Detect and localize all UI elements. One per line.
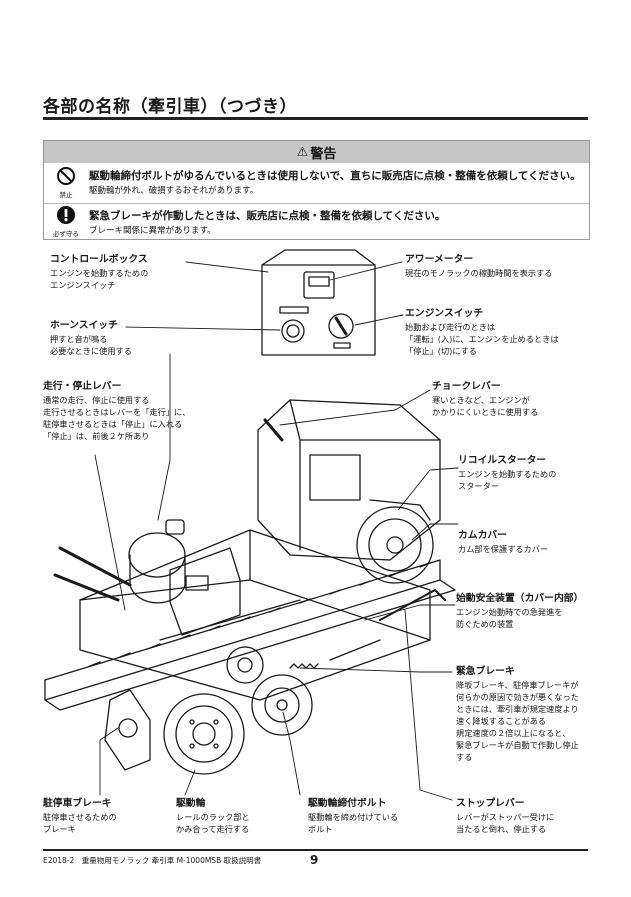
label-line: スターター (458, 481, 499, 491)
label-line: レバーがストッパー受けに (456, 812, 555, 822)
label-heading: アワーメーター (405, 254, 474, 265)
prohibition-icon: 禁止 (50, 166, 82, 199)
warning-item: 禁止 駆動輪締付ボルトがゆるんでいるときは使用しないで、直ちに販売店に点検・整備… (44, 163, 589, 204)
warning-bold-text: 緊急ブレーキが作動したときは、販売店に点検・整備を依頼してください。 (89, 210, 446, 222)
label-line: 速く降坂することがある (456, 716, 547, 726)
label-line: 防ぐための装置 (456, 619, 514, 629)
warning-box: ⚠ 警告 禁止 駆動輪締付ボルトがゆるんでいるときは使用しないで、直ちに販売店に… (43, 140, 590, 240)
warning-triangle-icon: ⚠ (296, 144, 309, 160)
label-hour-meter: アワーメーター 現在のモノラックの稼動時間を表示する (405, 253, 552, 279)
label-line: 「運転」(入)に、エンジンを止めるときは (405, 334, 559, 344)
label-heading: 駐停車ブレーキ (43, 798, 112, 809)
warning-normal-text: ブレーキ関係に異常があります。 (89, 226, 216, 236)
label-line: 規定速度の２倍以上になると、 (456, 728, 571, 738)
label-line: 駐停車させるときは「停止」に入れる (43, 419, 183, 429)
label-heading: ホーンスイッチ (50, 320, 118, 331)
label-heading: コントロールボックス (50, 254, 148, 265)
label-line: ブレーキ (43, 824, 76, 834)
label-line: 走行させるときはレバーを「走行」に、 (43, 407, 191, 417)
label-cam-cover: カムカバー カム部を保護するカバー (458, 529, 548, 555)
label-drive-wheel: 駆動輪 レールのラック部と かみ合って走行する (176, 797, 250, 835)
label-line: 「停止」(切)にする (405, 346, 477, 356)
label-heading: 駆動輪締付ボルト (308, 798, 387, 809)
machine-drawing (44, 399, 456, 775)
label-line: 現在のモノラックの稼動時間を表示する (405, 268, 553, 278)
warning-item: 必ず守る 緊急ブレーキが作動したときは、販売店に点検・整備を依頼してください。 … (44, 204, 589, 239)
label-heading: リコイルスターター (458, 455, 547, 466)
label-line: 「停止」は、前後２ケ所あり (43, 431, 150, 441)
label-heading: 駆動輪 (176, 798, 206, 809)
footer-text: E2018-2 重量物用モノラック 牽引車 M-1000MSB 取扱説明書 (43, 856, 262, 865)
footer-rule (43, 849, 588, 851)
label-start-safety: 始動安全装置（カバー内部） エンジン始動時での急発進を 防ぐための装置 (456, 592, 583, 630)
label-line: レールのラック部と (176, 812, 250, 822)
label-line: カム部を保護するカバー (458, 544, 549, 554)
label-heading: 始動安全装置（カバー内部） (456, 593, 584, 604)
label-horn-switch: ホーンスイッチ 押すと音が鳴る 必要なときに使用する (50, 319, 132, 357)
label-engine-switch: エンジンスイッチ 始動および走行のときは 「運転」(入)に、エンジンを止めるとき… (405, 307, 559, 357)
label-line: 通常の走行、停止に使用する (43, 395, 150, 405)
label-line: エンジン始動時での急発進を (456, 607, 563, 617)
label-heading: チョークレバー (432, 381, 501, 392)
label-line: かかりにくいときに使用する (432, 407, 539, 417)
label-wheel-bolt: 駆動輪締付ボルト 駆動輪を締め付けている ボルト (308, 797, 398, 835)
label-line: 必要なときに使用する (50, 346, 132, 356)
label-line: エンジンスイッチ (50, 280, 116, 290)
label-line: 駆動輪を締め付けている (308, 812, 399, 822)
label-heading: カムカバー (458, 530, 507, 541)
label-line: ボルト (308, 824, 333, 834)
label-line: 何らかの原因で効きが悪くなった (456, 692, 579, 702)
leader-lines (94, 261, 459, 801)
label-line: 寒いときなど、エンジンが (432, 395, 530, 405)
label-control-box: コントロールボックス エンジンを始動するための エンジンスイッチ (50, 253, 148, 291)
control-box-drawing (261, 249, 376, 356)
label-line: する (456, 752, 473, 762)
label-line: 緊急ブレーキが自動で作動し停止 (456, 740, 579, 750)
label-stop-lever: ストップレバー レバーがストッパー受けに 当たると倒れ、停止する (456, 797, 554, 835)
warning-header: ⚠ 警告 (44, 141, 589, 163)
page-number: 9 (310, 853, 319, 867)
label-choke-lever: チョークレバー 寒いときなど、エンジンが かかりにくいときに使用する (432, 380, 538, 418)
label-parking-brake: 駐停車ブレーキ 駐停車させるための ブレーキ (43, 797, 117, 835)
label-line: エンジンを始動するための (458, 469, 557, 479)
label-line: 始動および走行のときは (405, 322, 496, 332)
warning-bold-text: 駆動輪締付ボルトがゆるんでいるときは使用しないで、直ちに販売店に点検・整備を依頼… (89, 170, 581, 182)
label-line: かみ合って走行する (176, 824, 250, 834)
label-heading: 走行・停止レバー (43, 381, 122, 392)
label-heading: ストップレバー (456, 798, 525, 809)
label-line: 当たると倒れ、停止する (456, 824, 547, 834)
label-line: ときには、牽引車が規定速度より (456, 704, 579, 714)
label-line: 駐停車させるための (43, 812, 117, 822)
label-line: 降坂ブレーキ、駐停車ブレーキが (456, 680, 579, 690)
title-rule (43, 117, 588, 120)
label-heading: エンジンスイッチ (405, 308, 484, 319)
label-recoil-starter: リコイルスターター エンジンを始動するための スターター (458, 454, 556, 492)
label-emergency-brake: 緊急ブレーキ 降坂ブレーキ、駐停車ブレーキが 何らかの原因で効きが悪くなった と… (456, 665, 579, 763)
prohibition-icon-label: 禁止 (59, 191, 73, 199)
mandatory-icon: 必ず守る (50, 205, 82, 238)
warning-header-label: 警告 (310, 146, 337, 162)
label-line: エンジンを始動するための (50, 268, 149, 278)
warning-normal-text: 駆動輪が外れ、破損するおそれがあります。 (89, 186, 259, 196)
label-heading: 緊急ブレーキ (456, 666, 515, 677)
label-travel-lever: 走行・停止レバー 通常の走行、停止に使用する 走行させるときはレバーを「走行」に… (43, 380, 190, 442)
label-line: 押すと音が鳴る (50, 334, 108, 344)
page-title: 各部の名称（牽引車）（つづき） (43, 97, 297, 117)
mandatory-icon-label: 必ず守る (53, 230, 79, 238)
